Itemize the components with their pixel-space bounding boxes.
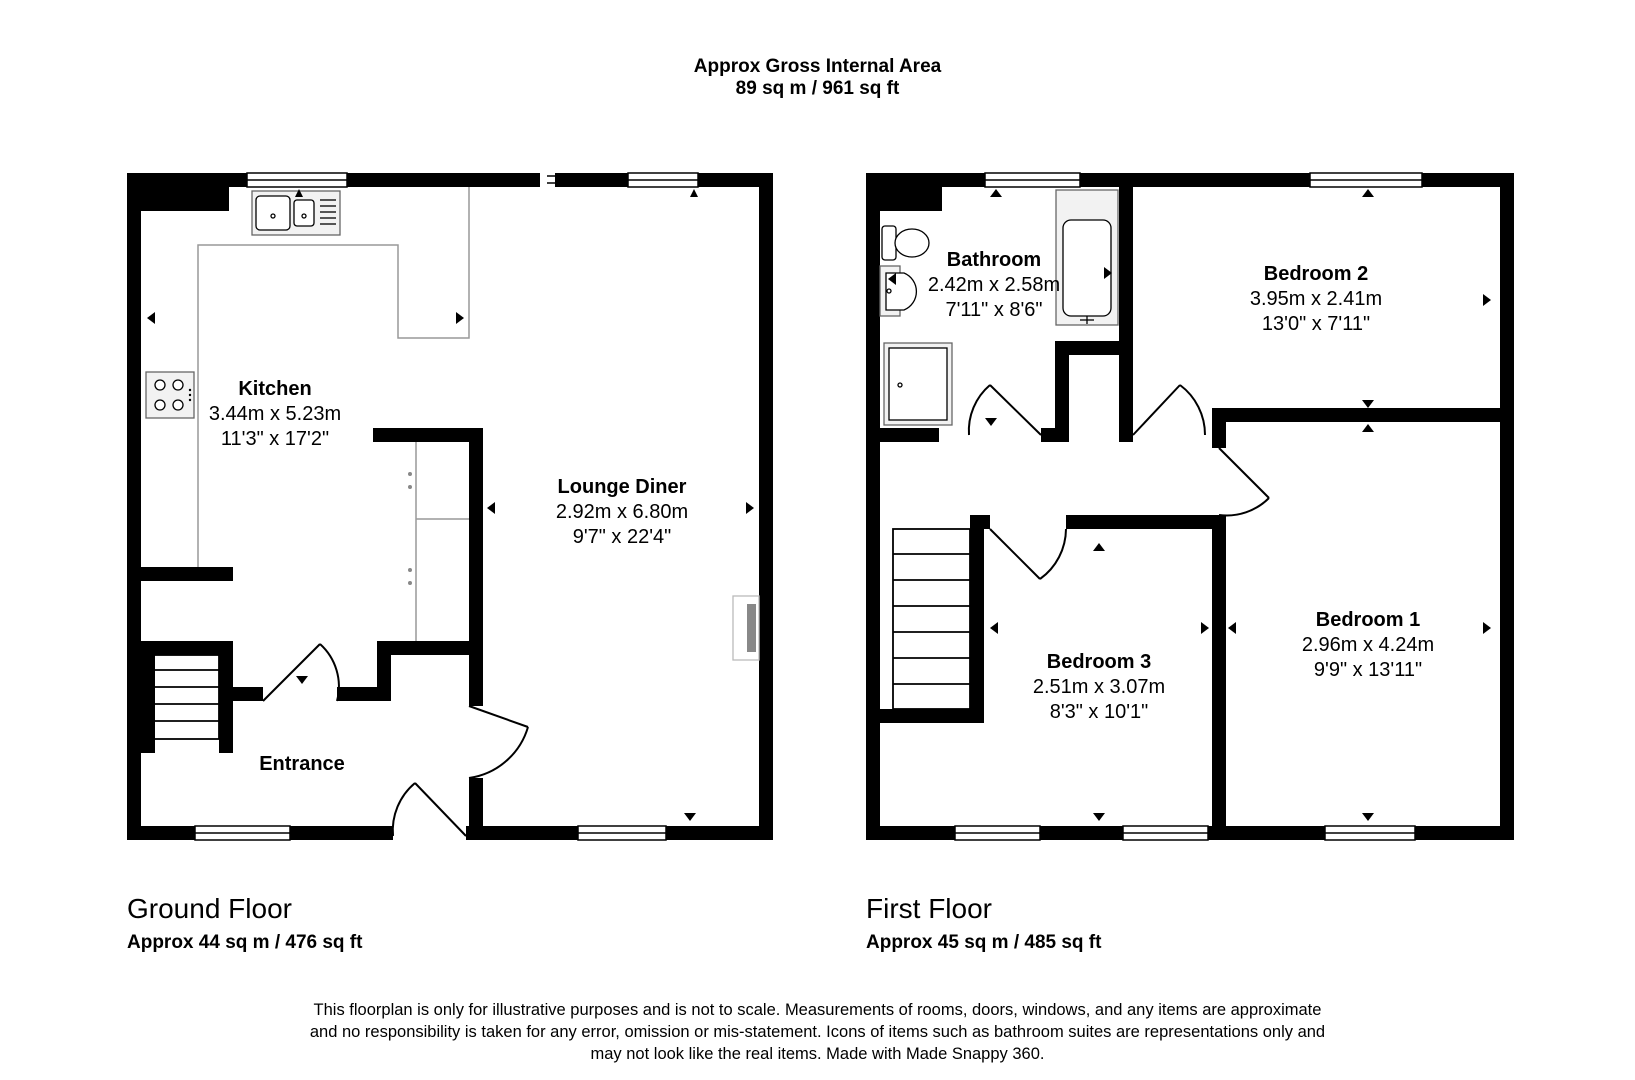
first-floor-room-labels: Bathroom 2.42m x 2.58m 7'11" x 8'6" Bedr… (928, 249, 1434, 723)
bedroom2-name: Bedroom 2 (1264, 263, 1368, 285)
kitchen-imperial: 11'3" x 17'2" (221, 428, 329, 450)
lounge-metric: 2.92m x 6.80m (556, 501, 688, 523)
bedroom1-name: Bedroom 1 (1316, 609, 1420, 631)
ground-floor-plan: Kitchen 3.44m x 5.23m 11'3" x 17'2" Loun… (127, 172, 773, 841)
first-floor-stairs (892, 528, 971, 710)
kitchen-worktops (197, 187, 470, 641)
first-floor-windows (954, 172, 1423, 841)
first-floor-title: First Floor (866, 893, 992, 924)
first-floor-plan: Bathroom 2.42m x 2.58m 7'11" x 8'6" Bedr… (866, 172, 1514, 841)
bath-icon (1055, 189, 1119, 326)
appliance-dots (408, 472, 412, 585)
ground-floor-area: Approx 44 sq m / 476 sq ft (127, 932, 363, 953)
disclaimer-line-1: This floorplan is only for illustrative … (313, 1001, 1322, 1019)
ground-floor-measurement-arrows (147, 189, 754, 821)
entrance-name: Entrance (259, 753, 345, 775)
ground-floor-doors (262, 643, 529, 837)
bathroom-metric: 2.42m x 2.58m (928, 274, 1060, 296)
bedroom3-name: Bedroom 3 (1047, 651, 1151, 673)
kitchen-metric: 3.44m x 5.23m (209, 403, 341, 425)
disclaimer-line-3: may not look like the real items. Made w… (590, 1045, 1045, 1063)
bathroom-imperial: 7'11" x 8'6" (945, 299, 1042, 321)
bedroom1-metric: 2.96m x 4.24m (1302, 634, 1434, 656)
lounge-name: Lounge Diner (558, 476, 687, 498)
bedroom3-imperial: 8'3" x 10'1" (1050, 701, 1149, 723)
gross-area-title: Approx Gross Internal Area (693, 56, 942, 77)
ground-floor-title: Ground Floor (127, 893, 292, 924)
disclaimer-line-2: and no responsibility is taken for any e… (309, 1023, 1326, 1041)
header: Approx Gross Internal Area 89 sq m / 961… (0, 56, 1635, 100)
toilet-icon (881, 225, 930, 261)
bathroom-name: Bathroom (947, 249, 1041, 271)
lounge-imperial: 9'7" x 22'4" (573, 526, 672, 548)
hob-icon (145, 371, 195, 419)
basin-icon (879, 265, 917, 317)
bedroom3-metric: 2.51m x 3.07m (1033, 676, 1165, 698)
ground-floor-stairs (140, 654, 220, 740)
bedroom1-imperial: 9'9" x 13'11" (1314, 659, 1422, 681)
bedroom2-metric: 3.95m x 2.41m (1250, 288, 1382, 310)
ground-floor-windows (194, 172, 699, 841)
first-floor-doors (967, 384, 1270, 580)
first-floor-area: Approx 45 sq m / 485 sq ft (866, 932, 1102, 953)
ground-floor-room-labels: Kitchen 3.44m x 5.23m 11'3" x 17'2" Loun… (209, 378, 688, 775)
kitchen-sink-icon (251, 190, 341, 236)
shower-tray-icon (883, 342, 953, 426)
first-floor-measurement-arrows (888, 189, 1491, 821)
kitchen-name: Kitchen (238, 378, 311, 400)
gross-area-value: 89 sq m / 961 sq ft (735, 78, 900, 99)
disclaimer: This floorplan is only for illustrative … (200, 999, 1435, 1065)
bedroom2-imperial: 13'0" x 7'11" (1262, 313, 1370, 335)
fireplace-icon (732, 595, 760, 661)
